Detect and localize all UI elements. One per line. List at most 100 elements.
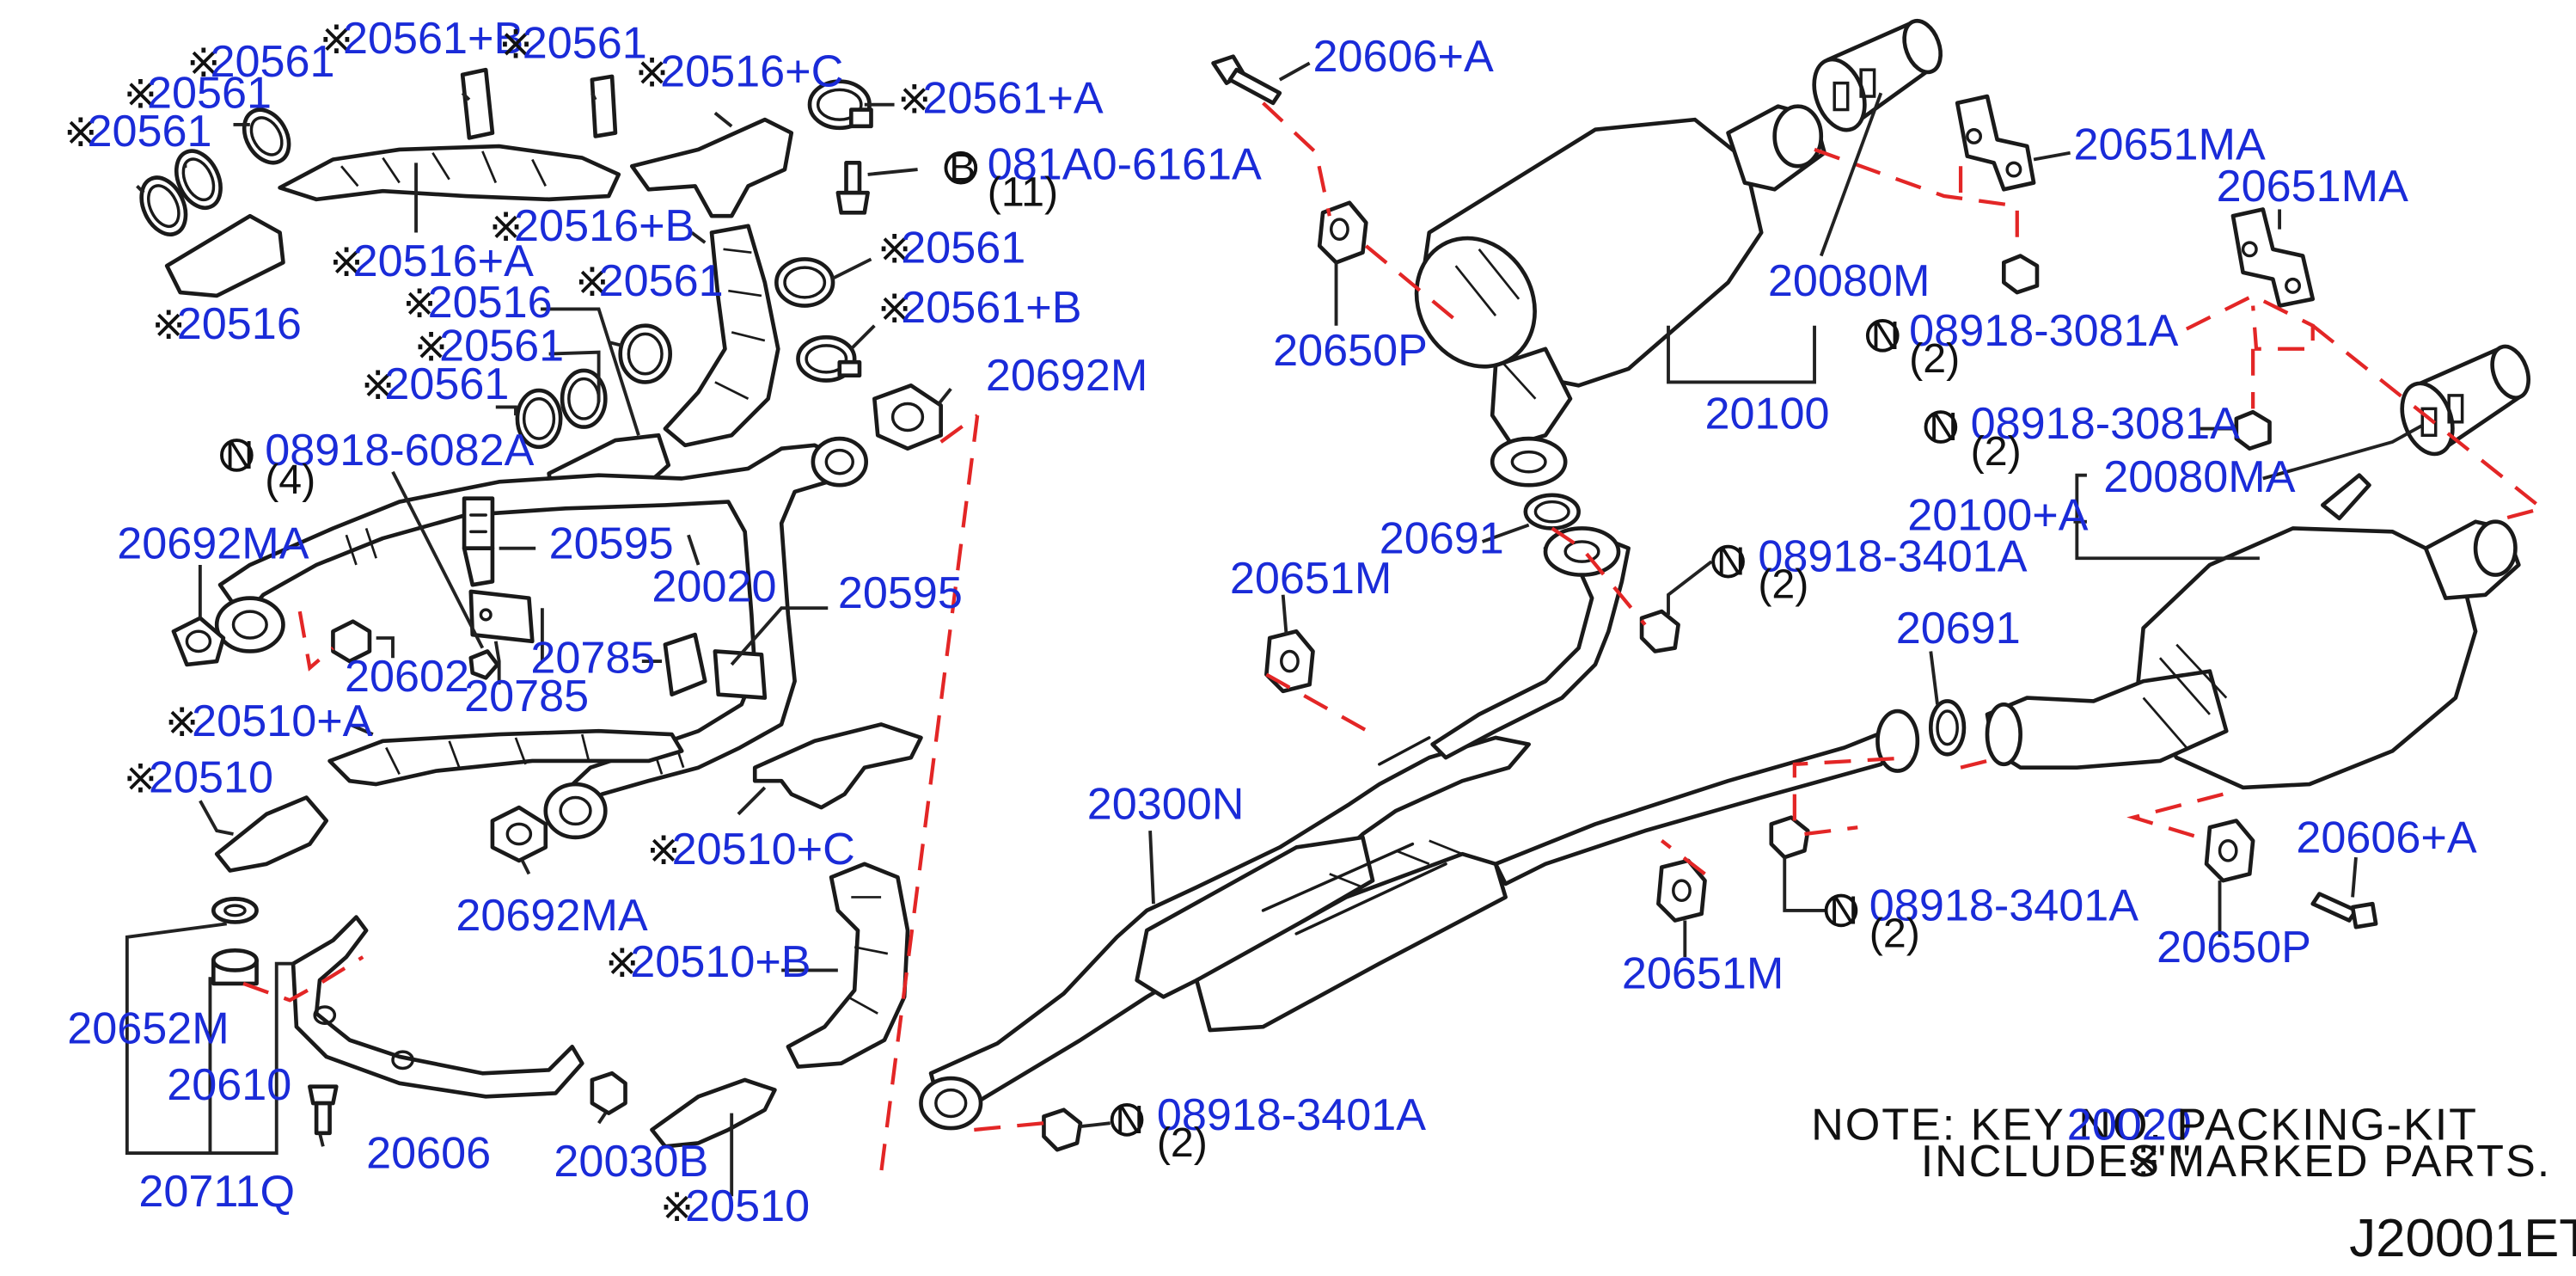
callout-label: 20651M (1622, 949, 1784, 999)
callout-label: 08918-3401A (1157, 1090, 1426, 1140)
clamp-20561-b-drawing (174, 149, 223, 211)
nut-08918-3401a-right-drawing (1769, 815, 1810, 860)
nut-08918-3081a-upper-drawing (2001, 254, 2040, 295)
clamp-20561b-top-drawing (460, 67, 495, 140)
hanger-20650p-upper-drawing (1317, 200, 1368, 265)
callout-qty: (2) (1909, 335, 1960, 382)
clamp-20561-left-mid-drawing (618, 323, 673, 384)
callout-label: 20561 (87, 107, 211, 156)
callout-labels: ※ 20561 ※ 20561+B ※ 20561 ※ 20516+C ※ 20… (64, 14, 2476, 1231)
mark-symbol: ※ (414, 323, 448, 370)
clamp-20561-mid-drawing (774, 257, 835, 308)
callout-label: 20691 (1896, 604, 2021, 653)
callout-label: 08918-6082A (265, 426, 534, 475)
mark-symbol: ※ (361, 362, 395, 408)
heat-shield-20516b-drawing (663, 224, 780, 448)
callout-label: 20606+A (2296, 813, 2476, 862)
nut-20030b-drawing (590, 1070, 627, 1115)
callout-qty: (2) (1758, 561, 1808, 608)
callout-label: 20651MA (2073, 120, 2265, 170)
heat-shield-20510c-drawing (752, 722, 923, 810)
bolt-20606-drawing (308, 1084, 339, 1136)
bolt-20785-drawing (468, 649, 500, 680)
callout-label: 20561 (523, 19, 647, 69)
callout-label: 20510+A (192, 696, 372, 746)
prefix-circle (220, 439, 254, 472)
bolt-20606a-lower-drawing (2310, 892, 2378, 929)
callout-label: 20650P (2157, 923, 2311, 972)
mark-symbol: ※ (878, 225, 911, 272)
clamp-20561-top-drawing (590, 74, 618, 138)
note-line2-suffix: "MARKED PARTS. (2150, 1137, 2551, 1187)
tail-tip-20080ma-drawing (2400, 344, 2530, 457)
nut-08918-3401a-bottom-drawing (1042, 1107, 1083, 1152)
callout-label: 20561 (439, 321, 564, 371)
heat-shield-20516c-drawing (629, 117, 794, 218)
callout-label: 20080MA (2103, 452, 2295, 502)
center-pipe-20300n-drawing (919, 709, 1920, 1131)
mark-symbol: ※ (576, 259, 609, 305)
heat-shield-20510b-drawing (786, 862, 910, 1069)
prefix-letter: N (1716, 539, 1745, 584)
clamp-20561-left-lower-b-drawing (515, 388, 563, 450)
muffler-20100-drawing (1414, 104, 1826, 488)
callout-label: 20651MA (2217, 162, 2408, 212)
clamp-20561a-drawing (807, 79, 873, 131)
mark-symbol: ※ (124, 71, 157, 118)
prefix-circle (1711, 544, 1745, 579)
gasket-20691-right-drawing (1928, 699, 1967, 757)
heat-shield-20510-drawing (214, 795, 329, 873)
packing-kit-note: NOTE: KEY NO. 20020 PACKING-KIT INCLUDES… (1811, 1101, 2551, 1187)
prefix-letter: N (1116, 1097, 1144, 1142)
callout-label: 081A0-6161A (988, 140, 1262, 190)
mark-symbol: ※ (320, 16, 353, 63)
callout-label: 20080M (1768, 256, 1930, 306)
prefix-letter: N (225, 432, 254, 477)
clamp-20561-left-lower-a-drawing (560, 368, 608, 429)
callout-label: 20692M (986, 351, 1147, 401)
part-drawings (139, 18, 2530, 1152)
note-key-number: 20020 (2067, 1101, 2192, 1150)
callout-label: 20516+C (660, 46, 843, 96)
mark-symbol: ※ (403, 280, 437, 327)
hanger-bracket-20651ma-right-drawing (2230, 207, 2316, 308)
callout-label: 20561 (384, 359, 509, 409)
callout-qty: (2) (1157, 1120, 1208, 1166)
mark-symbol: ※ (635, 49, 669, 95)
gasket-20692ma-left-drawing (171, 616, 226, 667)
callout-label: 20602 (345, 652, 469, 702)
callout-qty: (2) (1971, 428, 2022, 475)
bracket-20711q-drawing (291, 915, 584, 1099)
mark-symbol: ※ (605, 940, 639, 986)
callout-label: 20510+C (672, 825, 855, 874)
leader-lines (125, 61, 2424, 1197)
mark-symbol: ※ (878, 285, 911, 332)
callout-label: 20561+B (901, 283, 1081, 333)
callout-label: 20785 (530, 634, 655, 684)
callout-label: 20692MA (117, 518, 309, 568)
callout-label: 20561 (147, 69, 272, 119)
callout-label: 20516+B (514, 201, 694, 251)
callout-label: 20516+A (353, 236, 534, 286)
diagram-code: J20001ET (2349, 1209, 2576, 1268)
gasket-20692ma-lower-drawing (490, 805, 548, 863)
note-line1-suffix: PACKING-KIT (2176, 1101, 2478, 1150)
callout-label: 20651M (1230, 554, 1392, 604)
callout-label: 08918-3081A (1909, 306, 2178, 356)
note-line2-prefix: INCLUDES " (1921, 1137, 2193, 1187)
prefix-letter: N (1871, 313, 1900, 358)
mark-symbol: ※ (489, 204, 523, 250)
bolt-20606a-upper-drawing (1211, 54, 1282, 106)
mark-symbol: ※ (152, 302, 186, 348)
note-mark-symbol: ※ (2126, 1139, 2160, 1186)
callout-label: 20561+A (922, 73, 1103, 123)
callout-label: 08918-3081A (1971, 399, 2240, 449)
heat-shield-20516-drawing (164, 213, 285, 298)
callout-qty: (11) (988, 169, 1058, 216)
bracket-20595-lower-drawing (663, 632, 768, 700)
callout-label: 20610 (167, 1060, 291, 1110)
insulator-20610-drawing (211, 948, 259, 986)
callout-label: 20606+A (1312, 32, 1493, 82)
callout-label: 20100 (1705, 390, 1830, 439)
mark-symbol: ※ (897, 76, 931, 122)
